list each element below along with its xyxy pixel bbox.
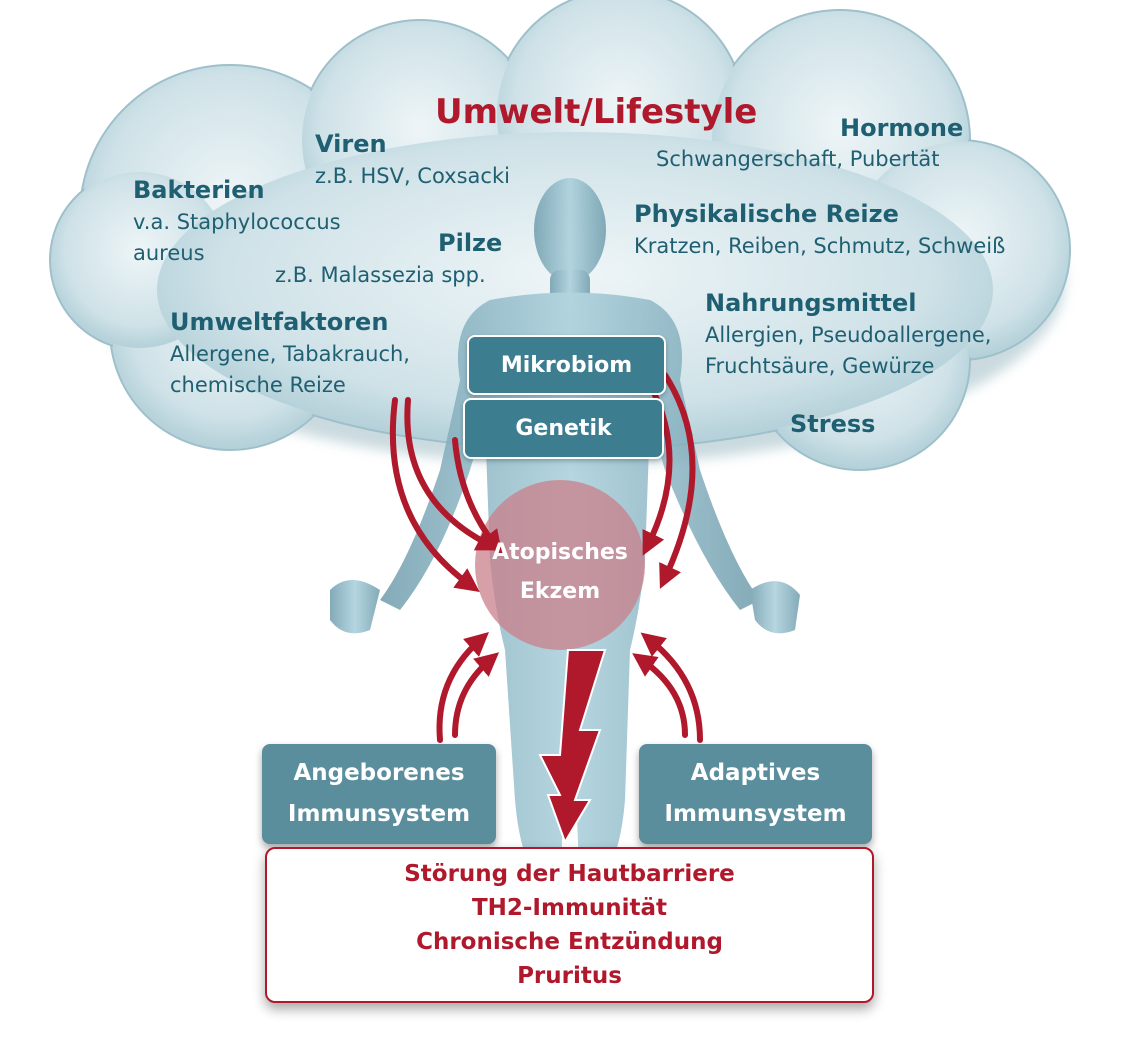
- eczema-circle: [475, 480, 645, 650]
- result-line-2: TH2-Immunität: [471, 894, 668, 921]
- atopic-eczema-label: Atopisches Ekzem: [475, 534, 645, 611]
- innate-immune-line-2: Immunsystem: [287, 801, 471, 827]
- mikrobiom-box: Mikrobiom: [467, 335, 666, 395]
- adaptive-immune-line-1: Adaptives: [690, 759, 821, 786]
- umweltfaktoren-detail-1: Allergene, Tabakrauch,: [170, 342, 410, 366]
- genetik-label: Genetik: [515, 416, 612, 441]
- pilze-heading: Pilze: [438, 229, 503, 257]
- genetik-box: Genetik: [463, 398, 664, 459]
- physikalische-reize-detail: Kratzen, Reiben, Schmutz, Schweiß: [634, 234, 1006, 258]
- innate-immune-box: Angeborenes Immunsystem: [262, 744, 496, 844]
- stress-heading: Stress: [790, 410, 876, 438]
- influence-arrows: [389, 372, 703, 743]
- result-line-1: Störung der Hautbarriere: [404, 860, 735, 887]
- hormone-detail: Schwangerschaft, Pubertät: [656, 147, 940, 171]
- nahrungsmittel-detail-1: Allergien, Pseudoallergene,: [705, 323, 992, 347]
- hormone-heading: Hormone: [840, 114, 964, 142]
- physikalische-reize-heading: Physikalische Reize: [634, 200, 899, 228]
- mikrobiom-label: Mikrobiom: [500, 352, 633, 378]
- innate-immune-line-1: Angeborenes: [293, 759, 465, 786]
- umweltfaktoren-detail-2: chemische Reize: [170, 373, 346, 397]
- umweltfaktoren-heading: Umweltfaktoren: [170, 308, 389, 336]
- atopic-eczema-line-2: Ekzem: [519, 578, 601, 604]
- bakterien-detail-2: aureus: [133, 241, 205, 265]
- viren-heading: Viren: [315, 130, 387, 158]
- result-line-4: Pruritus: [517, 963, 622, 990]
- lightning-bolt: [538, 649, 607, 845]
- nahrungsmittel-detail-2: Fruchtsäure, Gewürze: [705, 354, 935, 378]
- viren-detail: z.B. HSV, Coxsacki: [315, 164, 510, 188]
- adaptive-immune-box: Adaptives Immunsystem: [639, 744, 872, 844]
- bakterien-detail-1: v.a. Staphylococcus: [133, 210, 341, 234]
- nahrungsmittel-heading: Nahrungsmittel: [705, 289, 917, 317]
- adaptive-immune-line-2: Immunsystem: [664, 801, 847, 827]
- result-line-3: Chronische Entzündung: [416, 929, 723, 955]
- pilze-detail: z.B. Malassezia spp.: [275, 263, 486, 287]
- cloud-fill: [52, 0, 1068, 468]
- result-box: Störung der Hautbarriere TH2-Immunität C…: [265, 847, 874, 1003]
- bakterien-heading: Bakterien: [133, 176, 265, 204]
- atopic-eczema-line-1: Atopisches: [492, 540, 628, 565]
- diagram-title: Umwelt/Lifestyle: [435, 92, 758, 132]
